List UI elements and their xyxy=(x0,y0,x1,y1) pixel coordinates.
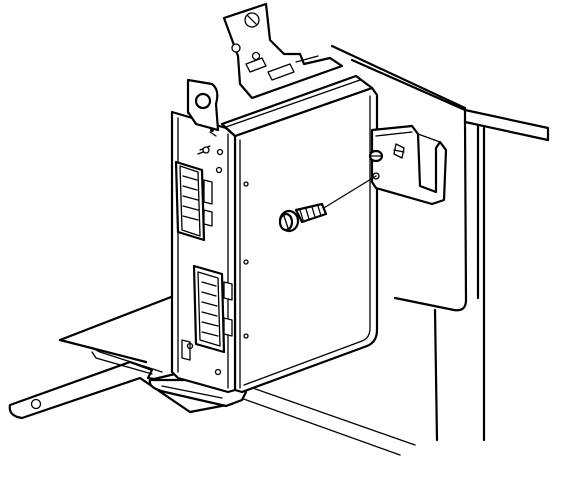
bracket-hole-icon xyxy=(194,92,212,110)
floor-bracket-hole-icon xyxy=(30,398,42,410)
screw xyxy=(278,175,377,233)
side-bracket xyxy=(368,124,448,206)
connector-upper xyxy=(174,160,213,242)
rear-bracket xyxy=(186,78,220,132)
top-tab xyxy=(222,2,344,100)
connector-lower xyxy=(192,264,233,354)
vehicle-body-panels xyxy=(58,44,550,456)
